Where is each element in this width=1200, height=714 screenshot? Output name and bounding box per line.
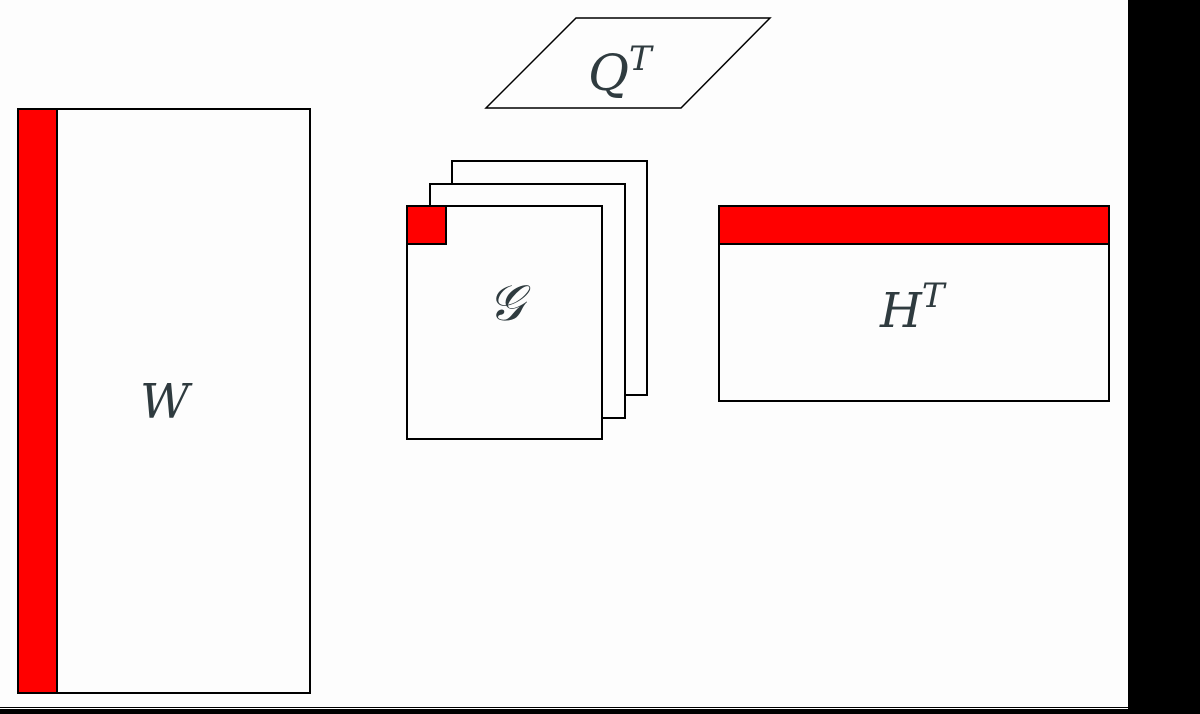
w-matrix-label: W xyxy=(140,374,193,430)
q-transpose-parallelogram xyxy=(484,17,772,109)
w-matrix: W xyxy=(17,108,311,694)
q-transpose-factor: QT xyxy=(484,17,772,109)
w-highlight-column xyxy=(17,108,58,694)
h-transpose-base: H xyxy=(879,283,923,339)
h-highlight-row xyxy=(718,205,1110,245)
w-matrix-box xyxy=(17,108,311,694)
q-transpose-base: Q xyxy=(588,44,629,102)
q-transpose-label: QT xyxy=(588,39,654,102)
g-highlight-element xyxy=(406,205,447,245)
h-transpose-matrix: HT xyxy=(718,205,1110,402)
right-side-bar xyxy=(1128,0,1200,709)
h-transpose-superscript: T xyxy=(922,276,947,316)
h-transpose-label: HT xyxy=(879,276,947,339)
q-transpose-superscript: T xyxy=(629,39,654,79)
g-core-tensor: 𝒢 xyxy=(406,160,648,440)
